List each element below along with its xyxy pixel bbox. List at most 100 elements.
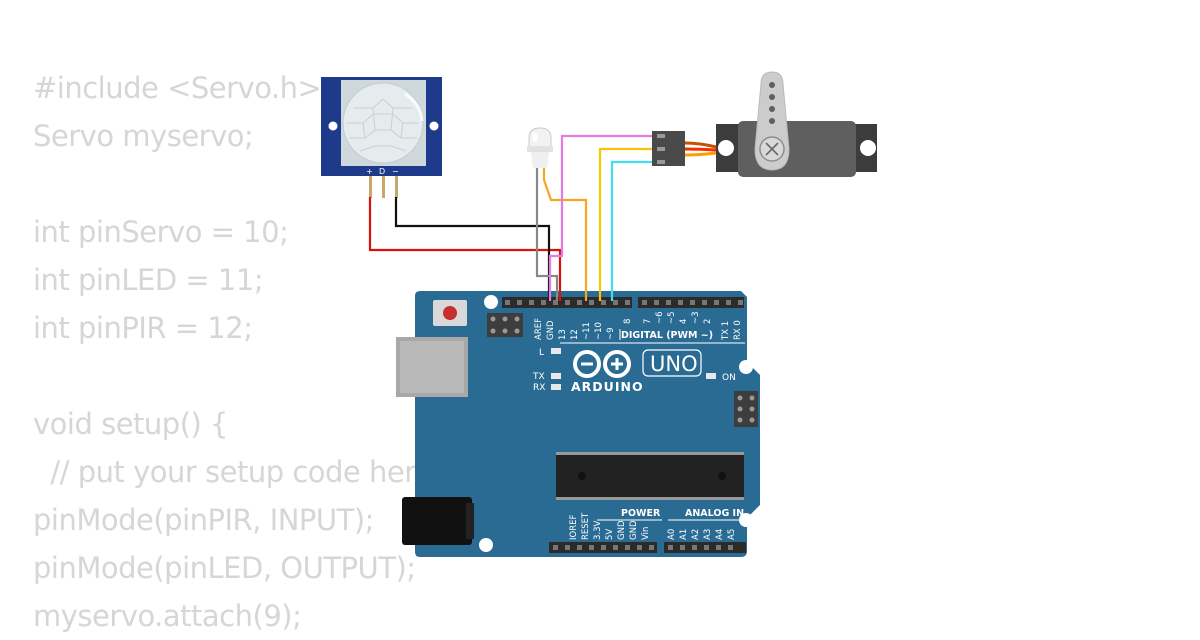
- code-line: Servo myservo;: [33, 119, 254, 153]
- power-pin-labels: IOREF RESET 3.3V 5V GND GND Vin: [569, 512, 651, 540]
- pin-label: ~5: [667, 311, 677, 324]
- tx-led: [551, 373, 561, 379]
- pin-label: ~6: [655, 311, 665, 324]
- code-line: pinMode(pinLED, OUTPUT);: [33, 551, 416, 585]
- pin-label: IOREF: [569, 515, 579, 540]
- pin-label: GND: [617, 520, 627, 540]
- mounting-hole: [739, 513, 753, 527]
- pir-pins: [369, 176, 398, 198]
- pin-label: A4: [715, 529, 725, 540]
- wire-pir-power: [368, 197, 562, 301]
- mounting-hole: [739, 360, 753, 374]
- digital-header-label: DIGITAL (PWM ~): [621, 330, 713, 341]
- servo-connector: [652, 131, 685, 166]
- pin-label: 4: [679, 319, 689, 324]
- tx-led-label: TX: [532, 372, 545, 382]
- pin-label: 2: [703, 319, 713, 324]
- dc-power-jack: [402, 497, 474, 545]
- code-line: myservo.attach(9);: [33, 599, 302, 633]
- analog-pin-labels: A0 A1 A2 A3 A4 A5: [667, 529, 737, 540]
- pin-label: AREF: [534, 318, 544, 340]
- pin-label: A0: [667, 529, 677, 540]
- pin-label: RX 0: [733, 320, 743, 340]
- pin-label: ~10: [594, 322, 604, 340]
- arduino-logo-icon: [573, 350, 631, 378]
- pin-label: ~9: [606, 327, 616, 340]
- brand-label: ARDUINO: [571, 379, 644, 394]
- pin-label: ~11: [582, 322, 592, 340]
- pin-label: TX 1: [721, 321, 731, 341]
- pin-label: 5V: [605, 529, 615, 540]
- icsp-header-right: [734, 391, 758, 427]
- on-led: [706, 373, 716, 379]
- pir-pin-label-vcc: +: [366, 167, 373, 176]
- pin-label: 8: [623, 319, 633, 324]
- pin-label: 13: [558, 329, 568, 340]
- digital-pin-labels: AREF GND 13 12 ~11 ~10 ~9 8 7 ~6 ~5 4 ~3…: [534, 311, 743, 341]
- code-line: #include <Servo.h>: [33, 71, 322, 105]
- rx-led: [551, 384, 561, 390]
- pir-pin-label-data: D: [379, 167, 385, 176]
- connector-pin: [657, 134, 665, 138]
- analog-header-label: ANALOG IN: [685, 508, 744, 519]
- pir-pin-label-gnd: −: [392, 167, 399, 176]
- mounting-hole: [479, 538, 493, 552]
- mounting-hole: [718, 140, 734, 156]
- servo-motor[interactable]: [652, 71, 877, 177]
- code-line: void setup() {: [33, 407, 229, 441]
- connector-pin: [657, 147, 665, 151]
- pin-label: 7: [643, 319, 653, 324]
- pin-label: 12: [570, 329, 580, 340]
- mounting-hole: [484, 295, 498, 309]
- code-line: int pinServo = 10;: [33, 215, 289, 249]
- wire-servo-signal-a: [598, 147, 652, 301]
- mounting-hole: [860, 140, 876, 156]
- rx-led-label: RX: [533, 383, 545, 393]
- pin-label: 3.3V: [593, 520, 603, 540]
- pin-label: RESET: [581, 512, 591, 540]
- led-component[interactable]: [527, 127, 553, 168]
- horn-hole: [769, 82, 775, 88]
- led-rim: [527, 146, 553, 152]
- dome-highlight: [404, 92, 424, 122]
- servo-cable-red: [684, 147, 717, 152]
- pin-label: GND: [546, 320, 556, 340]
- horn-hole: [769, 118, 775, 124]
- l-led: [551, 348, 561, 354]
- power-header-label: POWER: [621, 508, 661, 519]
- microcontroller-chip: [556, 452, 744, 500]
- led-body: [531, 152, 549, 168]
- wire-led-ground: [535, 168, 559, 301]
- pir-motion-sensor[interactable]: + D −: [321, 77, 442, 198]
- servo-cable-brown: [684, 141, 717, 149]
- wire-servo-signal-b: [610, 160, 652, 301]
- pin-label: A3: [703, 529, 713, 540]
- arduino-uno-board[interactable]: AREF GND 13 12 ~11 ~10 ~9 8 7 ~6 ~5 4 ~3…: [396, 291, 760, 557]
- wire-led-signal: [542, 168, 588, 301]
- wires: [368, 134, 652, 301]
- model-label: UNO: [650, 352, 698, 376]
- pin-label: A5: [727, 529, 737, 540]
- reset-button[interactable]: [433, 300, 467, 326]
- led-highlight: [532, 132, 538, 142]
- pir-lens-pattern: [347, 98, 419, 152]
- horn-hole: [769, 94, 775, 100]
- servo-cable-orange: [684, 151, 717, 157]
- wire-servo-power: [548, 134, 652, 301]
- screw-slot: [765, 142, 779, 156]
- code-line: int pinPIR = 12;: [33, 311, 253, 345]
- mounting-hole: [328, 121, 338, 131]
- pin-label: A2: [691, 529, 701, 540]
- l-led-label: L: [539, 348, 544, 358]
- usb-port: [396, 337, 468, 397]
- code-line: // put your setup code here: [33, 455, 433, 489]
- code-editor-background: #include <Servo.h> Servo myservo; int pi…: [33, 64, 433, 640]
- code-line: pinMode(pinPIR, INPUT);: [33, 503, 374, 537]
- connector-pin: [657, 160, 665, 164]
- icsp-header: [487, 313, 523, 337]
- digital-pin-header: [502, 297, 744, 308]
- pin-label: Vin: [641, 527, 651, 540]
- power-analog-header: [549, 542, 746, 553]
- mounting-hole: [429, 121, 439, 131]
